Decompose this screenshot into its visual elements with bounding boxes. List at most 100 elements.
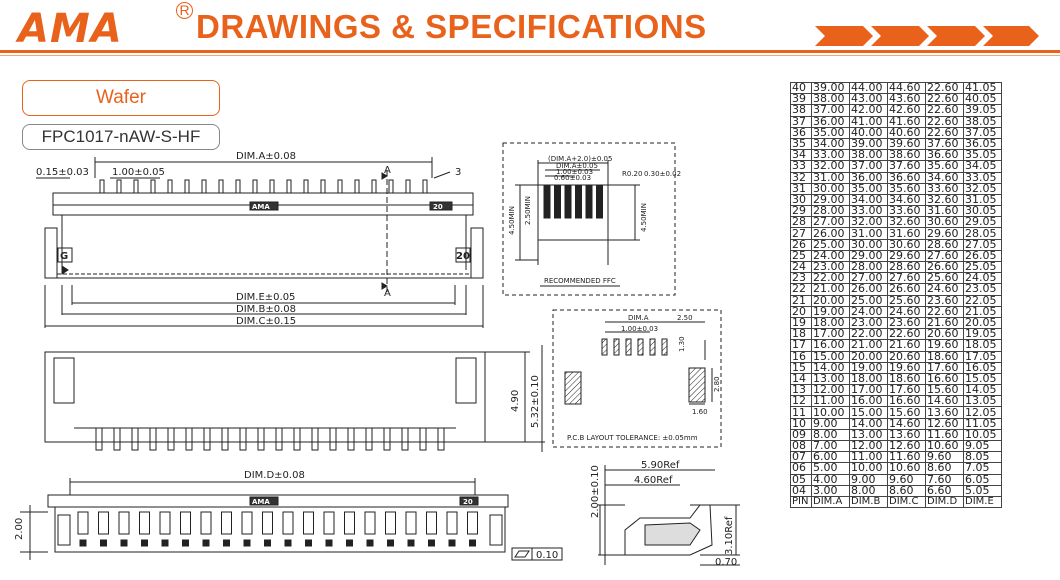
pcb-caption: P.C.B LAYOUT TOLERANCE: ±0.05mm (567, 434, 698, 442)
bottom-pin-foot (305, 539, 312, 547)
table-cell: PIN (790, 495, 812, 509)
pcb-pad (601, 338, 608, 356)
table-cell: 32.00 (811, 160, 850, 173)
table-cell: 36.05 (963, 137, 1002, 151)
front-pin (401, 427, 409, 451)
pcb-pad2-w: 1.60 (692, 408, 708, 416)
side-section-view (598, 465, 740, 566)
header-rule-thin (0, 55, 1060, 56)
ffc-height-left-2: 2.50MIN (524, 196, 532, 225)
bottom-pin (364, 511, 376, 535)
top-pin (303, 179, 309, 194)
table-cell: 30 (790, 193, 812, 207)
bottom-view (20, 478, 563, 561)
bottom-pin (385, 511, 396, 535)
front-pin (239, 427, 247, 451)
table-cell: 28.05 (963, 227, 1002, 240)
table-cell: 33.60 (887, 205, 926, 218)
bottom-pin-foot (161, 539, 169, 547)
table-cell: 28.00 (811, 205, 850, 218)
table-cell: 30.05 (963, 205, 1002, 218)
pcb-pad (625, 338, 632, 356)
front-pin (113, 427, 121, 451)
ffc-finger (554, 185, 561, 219)
ffc-dim-2: DIM.A±0.05 (556, 162, 598, 170)
pcb-pad-h: 1.30 (678, 336, 686, 352)
table-cell: 25.00 (811, 238, 850, 251)
pitch-tolerance-label: 0.15±0.03 (36, 167, 89, 178)
table-cell: 04 (790, 484, 812, 497)
top-pin (405, 179, 411, 194)
table-cell: 27.05 (963, 238, 1002, 251)
front-pin (131, 427, 139, 451)
brand-mark: AMA (252, 203, 270, 211)
front-pin (221, 427, 229, 451)
bottom-pin (221, 511, 232, 535)
bottom-pin-foot (325, 539, 333, 547)
front-height-2: 5.32±0.10 (530, 375, 541, 428)
table-cell: 36.00 (849, 171, 888, 184)
pin-g-label: G (60, 251, 68, 262)
header-rule (0, 50, 1060, 53)
table-cell: 37.00 (849, 160, 888, 173)
bottom-pin-foot (387, 539, 394, 547)
dim-c-label: DIM.C±0.15 (236, 316, 296, 327)
bottom-pin-foot (243, 539, 251, 547)
top-pin (388, 179, 394, 194)
pcb-pad (661, 338, 668, 356)
table-cell: 31.05 (963, 193, 1002, 207)
bottom-pin (180, 511, 191, 535)
table-cell: 32.05 (963, 182, 1002, 195)
table-cell: 8.60 (887, 484, 926, 497)
top-pin (337, 179, 343, 194)
bottom-pin (139, 511, 150, 535)
table-cell: DIM.D (925, 495, 964, 509)
top-pin (116, 179, 122, 194)
flatness-label: 0.10 (536, 550, 558, 561)
table-cell: 11.05 (963, 417, 1002, 430)
front-pin (203, 427, 211, 451)
dim-d-label: DIM.D±0.08 (244, 470, 305, 481)
bottom-pin-foot (100, 539, 107, 547)
bottom-pin (282, 511, 294, 535)
bottom-pin (467, 511, 478, 535)
table-cell: DIM.B (849, 495, 888, 509)
bottom-pin (77, 511, 89, 535)
table-cell: 5.05 (963, 484, 1002, 497)
front-pin (149, 427, 157, 451)
ffc-height-left: 4.50MIN (508, 206, 516, 235)
table-cell: 35 (790, 137, 812, 151)
pcb-pad (649, 338, 656, 356)
pitch-label: 1.00±0.05 (112, 167, 165, 178)
ffc-dim-4: 0.60±0.03 (554, 174, 591, 182)
table-cell: 32.00 (849, 216, 888, 229)
front-pin (167, 427, 175, 451)
table-cell: 27.00 (811, 216, 850, 229)
table-cell: DIM.A (811, 495, 850, 509)
front-pin (437, 427, 445, 451)
table-cell: 29.00 (811, 193, 850, 207)
table-cell: 36.60 (887, 171, 926, 184)
table-cell: 3.00 (811, 484, 850, 497)
table-cell: 37.05 (963, 126, 1002, 139)
pcb-pad (637, 338, 644, 356)
bottom-pin-foot (428, 539, 435, 547)
bottom-pin-foot (223, 539, 230, 547)
top-pin (218, 179, 224, 194)
front-pin (275, 427, 283, 451)
brand-pin-20: 20 (433, 203, 443, 211)
bottom-pin-foot (448, 539, 456, 547)
